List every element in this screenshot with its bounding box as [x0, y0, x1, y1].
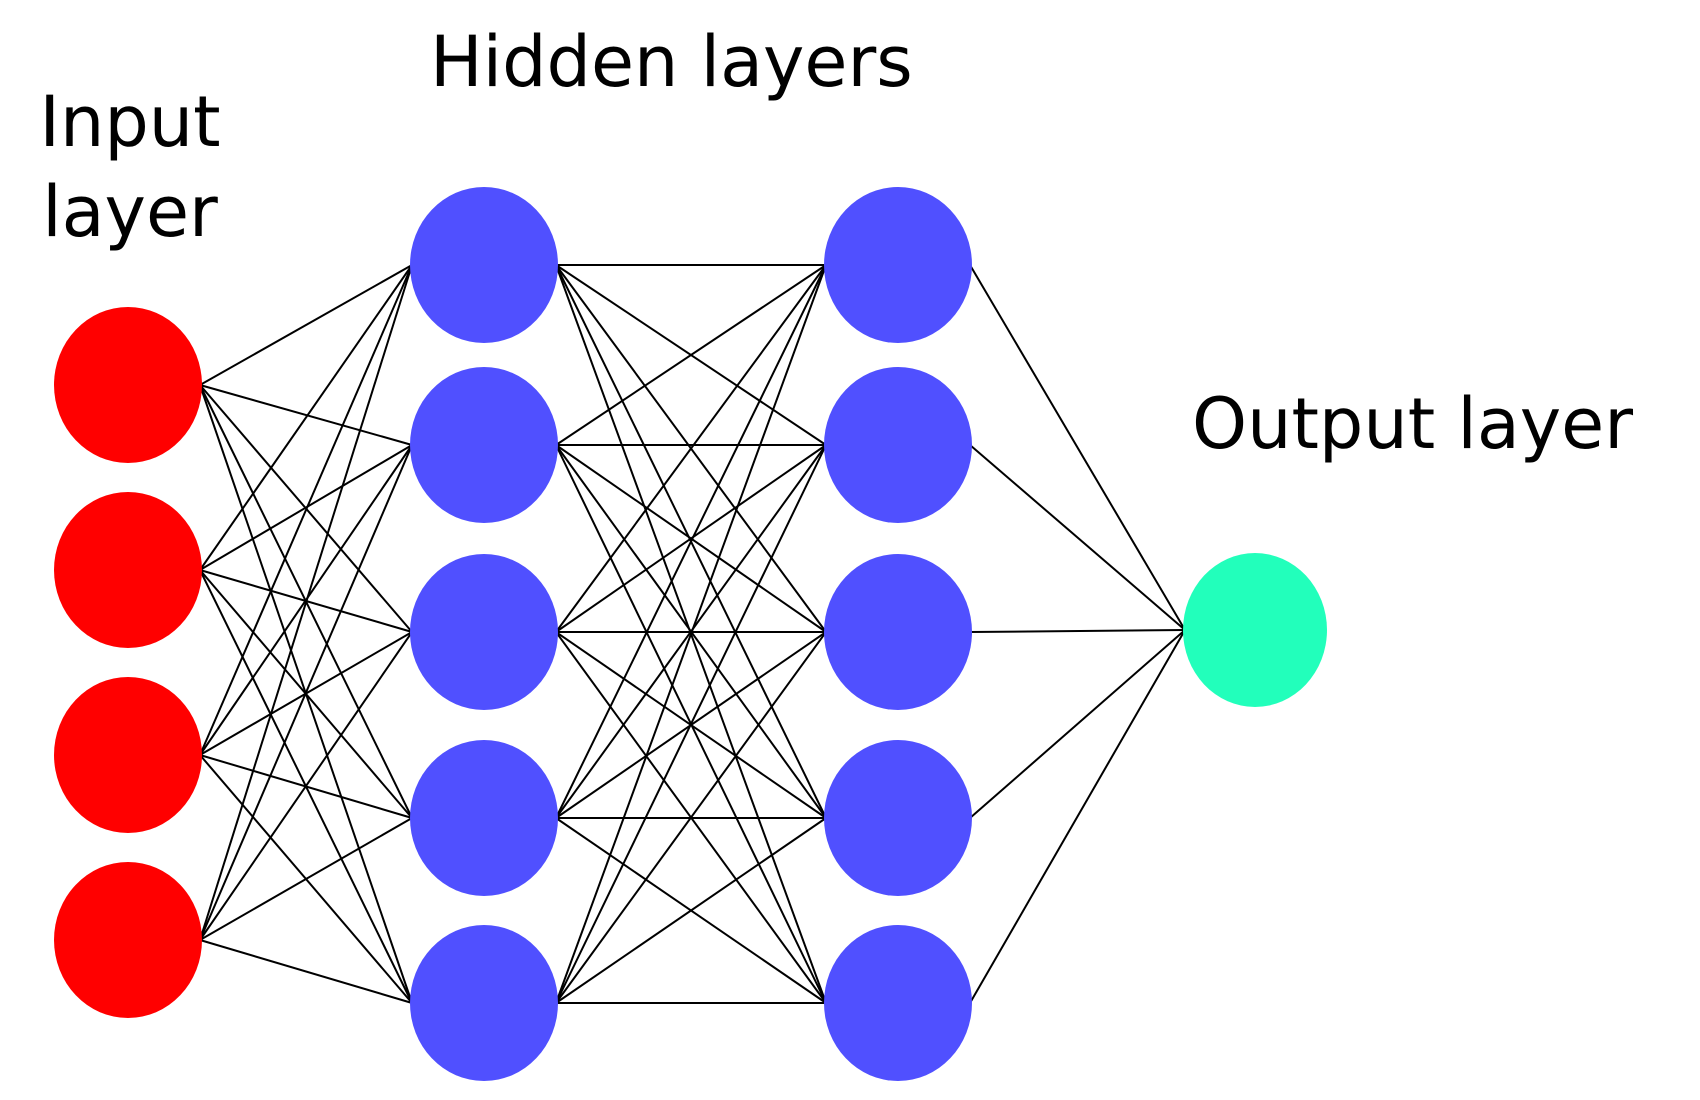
connection-edge: [199, 631, 413, 941]
connection-edge: [199, 939, 413, 1004]
hidden-1-node: [410, 740, 558, 896]
connection-edge: [199, 444, 413, 941]
input-node: [54, 677, 202, 833]
connection-edge: [555, 264, 827, 633]
connection-edge: [199, 264, 413, 756]
connection-edge: [969, 629, 1186, 819]
connection-edge: [199, 264, 413, 571]
hidden-1-node: [410, 925, 558, 1081]
connection-edge: [555, 444, 827, 633]
hidden-2-node: [824, 740, 972, 896]
nodes-group: [54, 187, 1327, 1081]
connection-edge: [555, 264, 827, 819]
input-node: [54, 862, 202, 1018]
hidden-1-node: [410, 187, 558, 343]
hidden-layers-label: Hidden layers: [430, 21, 913, 103]
connection-edge: [199, 264, 413, 941]
connection-edge: [969, 629, 1186, 633]
input-node: [54, 307, 202, 463]
output-node: [1183, 553, 1327, 707]
connection-edge: [199, 817, 413, 941]
connection-edge: [199, 264, 413, 386]
input-layer-label-line2: layer: [42, 170, 218, 253]
hidden-2-node: [824, 925, 972, 1081]
hidden-2-node: [824, 187, 972, 343]
hidden-2-node: [824, 367, 972, 523]
hidden-1-node: [410, 554, 558, 710]
connection-edge: [555, 264, 827, 1004]
edges-group: [199, 264, 1186, 1004]
connection-edge: [555, 631, 827, 1004]
output-layer-label: Output layer: [1192, 383, 1634, 465]
connection-edge: [969, 264, 1186, 631]
input-node: [54, 492, 202, 648]
hidden-2-node: [824, 554, 972, 710]
connection-edge: [555, 444, 827, 1004]
connection-edge: [969, 444, 1186, 631]
connection-edge: [555, 264, 827, 446]
hidden-1-node: [410, 367, 558, 523]
input-layer-label: Input layer: [20, 78, 240, 257]
connection-edge: [969, 629, 1186, 1004]
connection-edge: [199, 384, 413, 446]
connection-edge: [555, 817, 827, 1004]
input-layer-label-line1: Input: [39, 81, 221, 163]
